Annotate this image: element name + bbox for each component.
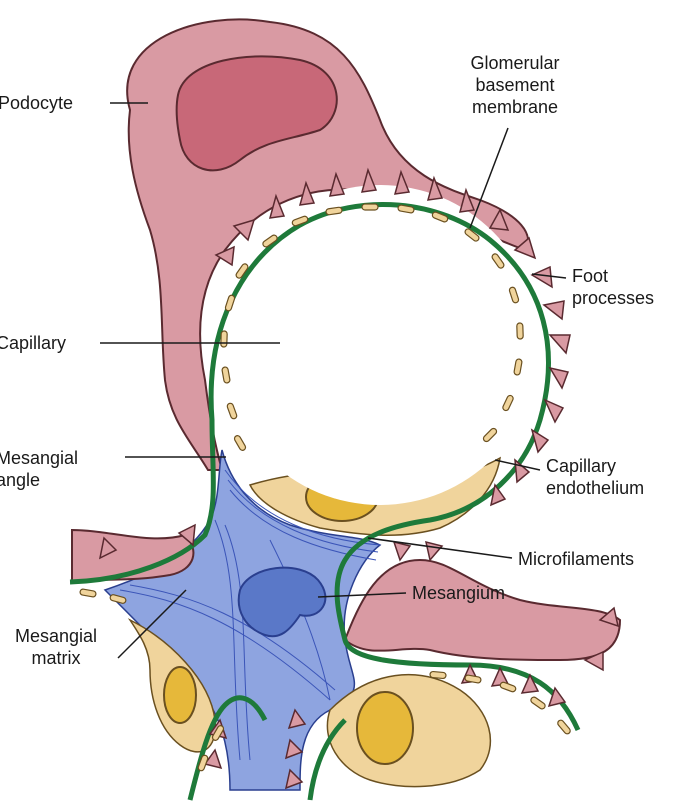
capillary-lumen [220,185,540,505]
label-glomerular-basement-membrane: Glomerular basement membrane [440,52,590,118]
label-podocyte: Podocyte [0,92,73,114]
label-capillary: Capillary [0,332,66,354]
label-mesangium: Mesangium [412,582,505,604]
label-mesangial-angle: Mesangial angle [0,447,78,491]
label-capillary-endothelium: Capillary endothelium [546,455,644,499]
lower-right-podocyte [345,560,620,660]
label-microfilaments: Microfilaments [518,548,634,570]
label-foot-processes: Foot processes [572,265,654,309]
leader-microfilaments [368,538,512,558]
lower-left-endothelium-nucleus [164,667,196,723]
label-mesangial-matrix: Mesangial matrix [0,625,112,669]
lower-right-endothelium-nucleus [357,692,413,764]
